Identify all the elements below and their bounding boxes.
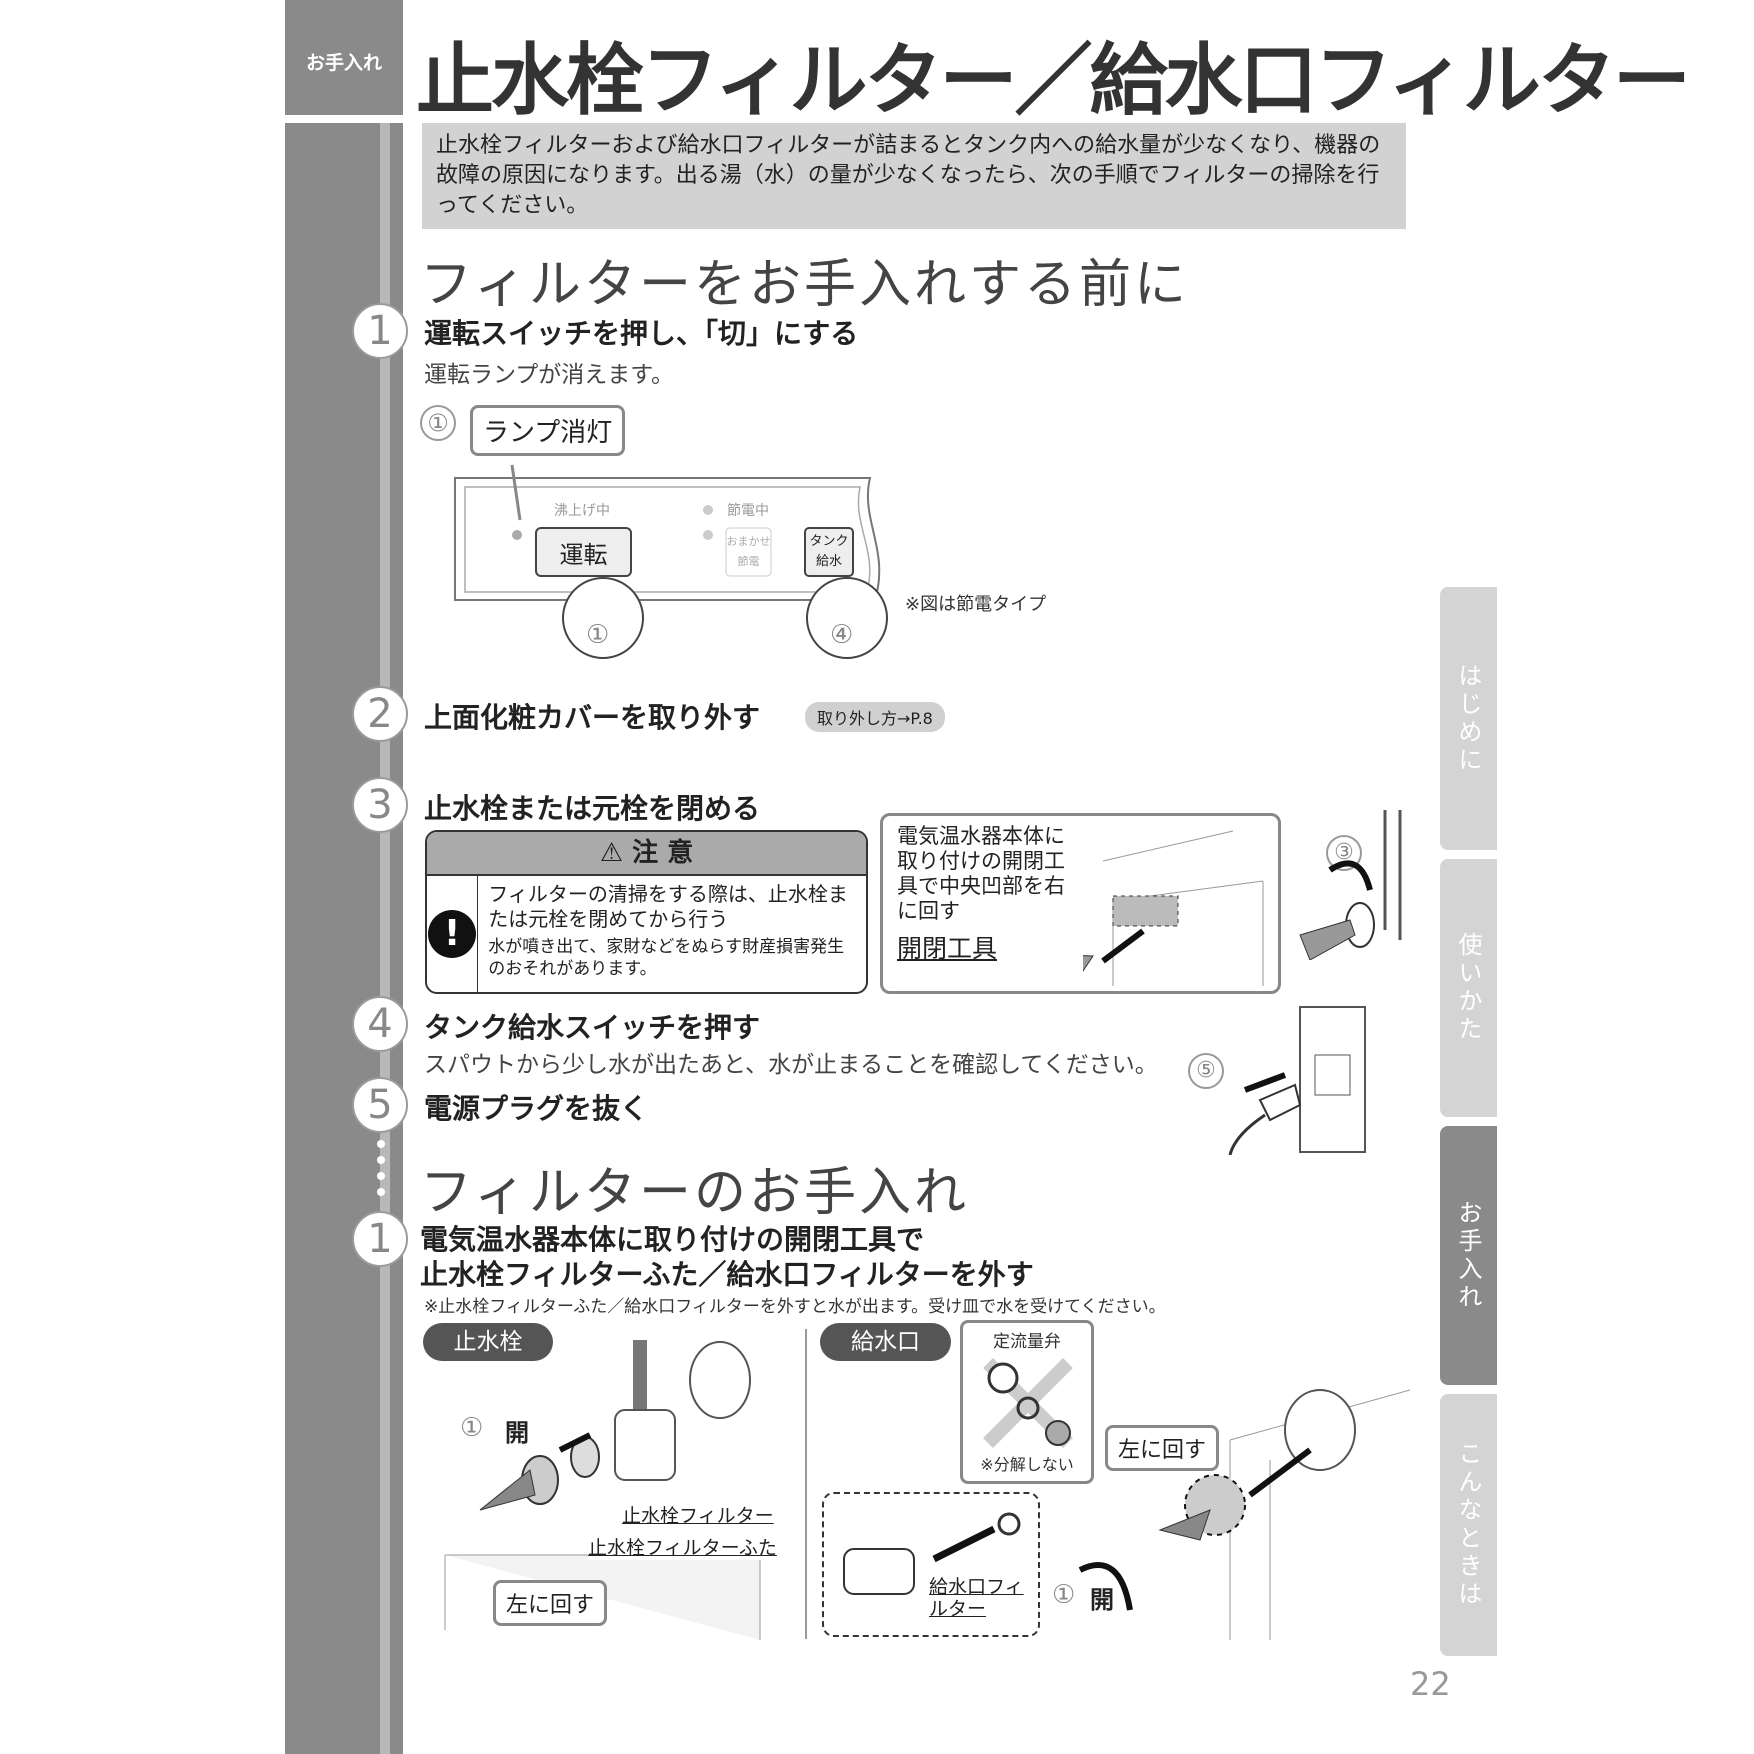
tool-label: 開閉工具 <box>897 934 998 963</box>
inlet-open-step-number: ① <box>1052 1580 1076 1610</box>
shutoff-valve-illustration <box>444 1340 761 1640</box>
callout-number: ① <box>420 405 456 441</box>
no-disassemble-note: ※分解しない <box>980 1455 1074 1474</box>
step-number: 1 <box>352 1211 408 1267</box>
inlet-filter-label: 給水口フィルター <box>929 1576 1024 1620</box>
valve-illustration <box>1299 810 1402 960</box>
page-number: 22 <box>1410 1665 1451 1703</box>
reference-badge[interactable]: 取り外し方→P.8 <box>805 702 945 732</box>
open-step-number: ① <box>460 1413 484 1443</box>
open-label: 開 <box>505 1419 529 1447</box>
saving-label: 節電中 <box>727 503 769 519</box>
caution-box: ⚠ 注 意 ! フィルターの清掃をする際は、止水栓または元栓を閉めてから行う水が… <box>425 830 868 994</box>
control-panel-illustration <box>454 464 888 659</box>
tab-care[interactable]: お手入れ <box>1440 1126 1497 1385</box>
no-disassemble-cross-icon <box>983 1358 1073 1448</box>
step-title: タンク給水スイッチを押す <box>424 1011 761 1044</box>
divider <box>805 1329 807 1639</box>
boiling-label: 沸上げ中 <box>554 503 610 519</box>
step-number: 5 <box>352 1077 408 1133</box>
flow-valve-box: 定流量弁 ※分解しない <box>960 1320 1094 1484</box>
section-label-block: お手入れ <box>285 0 403 115</box>
step-sub: 運転ランプが消えます。 <box>424 362 675 388</box>
step-number: 2 <box>352 686 408 742</box>
section-label: お手入れ <box>305 52 382 74</box>
tool-callout-text: 電気温水器本体に取り付けの開閉工具で中央凹部を右に回す <box>897 824 1065 923</box>
care-step-note: ※止水栓フィルターふた／給水口フィルターを外すと水が出ます。受け皿で水を受けてく… <box>424 1297 1166 1317</box>
caution-header: ⚠ 注 意 <box>427 832 866 876</box>
inlet-open-label: 開 <box>1090 1586 1114 1614</box>
turn-left-bubble: 左に回す <box>493 1580 608 1626</box>
flow-valve-label: 定流量弁 <box>993 1332 1061 1352</box>
care-step-title-line2: 止水栓フィルターふた／給水口フィルターを外す <box>420 1258 1034 1291</box>
intro-box: 止水栓フィルターおよび給水口フィルターが詰まるとタンク内への給水量が少なくなり、… <box>422 123 1406 229</box>
caution-main: フィルターの清掃をする際は、止水栓または元栓を閉めてから行う <box>488 882 848 931</box>
step-title: 上面化粧カバーを取り外す <box>424 701 761 734</box>
inlet-pill: 給水口 <box>820 1323 951 1361</box>
heading-care: フィルターのお手入れ <box>420 1163 969 1223</box>
tank-tool-illustration <box>1083 830 1264 986</box>
care-step-title-line1: 電気温水器本体に取り付けの開閉工具で <box>420 1223 925 1256</box>
valve-step-number: ③ <box>1326 835 1362 871</box>
run-button: 運転 <box>559 541 608 569</box>
tab-intro[interactable]: はじめに <box>1440 587 1497 850</box>
tank-fill-button: タンク給水 <box>805 532 853 572</box>
inlet-filter-box: 給水口フィルター <box>822 1492 1040 1637</box>
step-title: 電源プラグを抜く <box>424 1092 649 1125</box>
dotted-connector <box>377 1140 385 1196</box>
step-sub: スパウトから少し水が出たあと、水が止まることを確認してください。 <box>424 1052 1158 1078</box>
step-number: 3 <box>352 777 408 833</box>
tab-usage[interactable]: 使いかた <box>1440 859 1497 1117</box>
heading-before: フィルターをお手入れする前に <box>420 255 1189 315</box>
tab-troubleshooting[interactable]: こんなときは <box>1440 1394 1497 1656</box>
lamp-off-callout: ランプ消灯 <box>470 405 626 456</box>
hand-4-number: ④ <box>830 620 854 650</box>
exclamation-icon: ! <box>427 876 479 992</box>
step-line <box>380 123 390 1754</box>
shutoff-filter-label: 止水栓フィルター <box>622 1501 774 1528</box>
tool-callout: 電気温水器本体に取り付けの開閉工具で中央凹部を右に回す 開閉工具 <box>880 813 1281 994</box>
tank-fill-line2: 給水 <box>815 554 842 569</box>
step-title: 運転スイッチを押し、「切」にする <box>424 317 859 350</box>
inlet-valve-illustration <box>1078 1389 1410 1640</box>
plug-step-number: ⑤ <box>1188 1053 1224 1089</box>
plug-illustration <box>1228 1006 1366 1155</box>
auto-saving-line2: 節電 <box>737 555 760 568</box>
hand-1-number: ① <box>586 620 610 650</box>
caution-detail: 水が噴き出て、家財などをぬらす財産損害発生のおそれがあります。 <box>488 937 845 979</box>
shutoff-valve-pill: 止水栓 <box>423 1323 553 1361</box>
inlet-filter-illustration <box>843 1512 1021 1595</box>
auto-saving-line1: おまかせ <box>726 535 771 548</box>
page-title: 止水栓フィルター／給水口フィルター <box>416 36 1691 126</box>
panel-note: ※図は節電タイプ <box>905 594 1047 615</box>
step-number: 1 <box>352 303 408 359</box>
tank-fill-line1: タンク <box>809 534 849 549</box>
inlet-turn-left-bubble: 左に回す <box>1105 1425 1220 1471</box>
step-title: 止水栓または元栓を閉める <box>424 792 761 825</box>
auto-saving-button: おまかせ節電 <box>726 532 771 572</box>
step-number: 4 <box>352 996 408 1052</box>
shutoff-filter-cap-label: 止水栓フィルターふた <box>588 1533 777 1560</box>
